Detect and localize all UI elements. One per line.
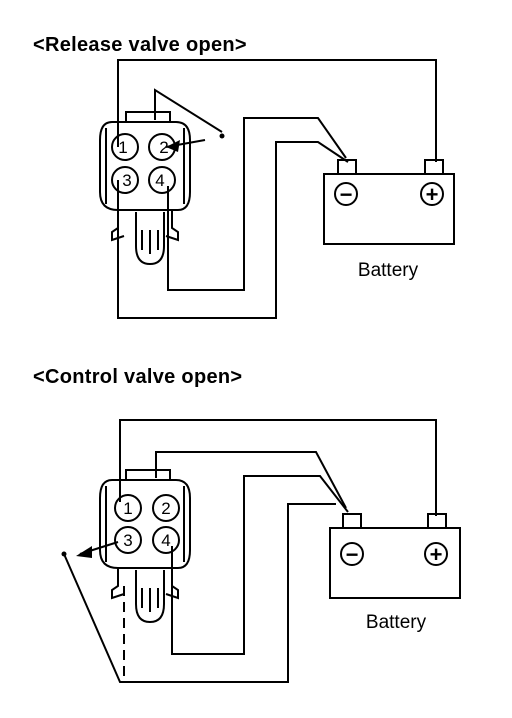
pin-label-4: 4: [161, 531, 170, 550]
harness-clip: [111, 568, 179, 600]
connector-body: [99, 479, 191, 569]
negative-sign: −: [346, 542, 359, 567]
wire-pin2-to-battery-negative: [155, 451, 347, 509]
connector-rails: [105, 128, 185, 204]
harness-loop: [135, 570, 165, 624]
battery-positive-terminal: [427, 513, 447, 529]
pin-label-3: 3: [122, 171, 131, 190]
switch-arrow: [61, 541, 119, 558]
wire-pin4-loop: [171, 475, 349, 655]
connector-pin-1: [114, 494, 142, 522]
connector-body: [99, 121, 191, 211]
pin-label-4: 4: [155, 171, 164, 190]
connector-latch: [125, 111, 171, 122]
harness-wires: [141, 588, 159, 612]
positive-sign: +: [430, 542, 443, 567]
negative-sign-circle: [340, 542, 364, 566]
wire-pin1-to-battery-positive: [119, 419, 437, 516]
pin-label-1: 1: [118, 138, 127, 157]
negative-sign: −: [340, 182, 353, 207]
harness-loop: [135, 212, 165, 266]
battery-negative-terminal: [337, 159, 357, 175]
connector-pin-1: [111, 133, 139, 161]
wire-pin2-switch: [154, 88, 223, 133]
wire-switch-loop: [63, 503, 336, 683]
switch-arrow: [165, 133, 225, 152]
positive-sign: +: [426, 182, 439, 207]
control-valve-wiring-diagram: 1 2 3 4 − + Battery: [61, 419, 461, 683]
release-valve-wiring-diagram: 1 2 3 4 − + Battery: [99, 59, 455, 319]
positive-sign-circle: [420, 182, 444, 206]
diagram-title-control-valve: <Control valve open>: [33, 366, 243, 388]
wire-pin4-loop: [167, 117, 347, 291]
pin-label-1: 1: [123, 499, 132, 518]
battery-body: [329, 527, 461, 599]
connector-pin-3: [111, 166, 139, 194]
positive-sign-circle: [424, 542, 448, 566]
battery-body: [323, 173, 455, 245]
diagram-title-release-valve: <Release valve open>: [33, 34, 247, 56]
negative-sign-circle: [334, 182, 358, 206]
connector-latch: [125, 469, 171, 480]
battery-label: Battery: [358, 260, 419, 281]
connector-pin-4: [148, 166, 176, 194]
connector-pin-3: [114, 526, 142, 554]
wire-pin1-to-battery-positive: [117, 59, 437, 162]
connector-pin-2: [152, 494, 180, 522]
pin-label-2: 2: [159, 138, 168, 157]
wire-pin3-to-battery-negative: [117, 141, 349, 319]
pin-label-2: 2: [161, 499, 170, 518]
battery-label: Battery: [366, 612, 427, 633]
connector-rails: [105, 486, 185, 562]
connector-pin-4: [152, 526, 180, 554]
battery-positive-terminal: [424, 159, 444, 175]
pin-label-3: 3: [123, 531, 132, 550]
harness-wires: [141, 230, 159, 254]
battery-negative-terminal: [342, 513, 362, 529]
